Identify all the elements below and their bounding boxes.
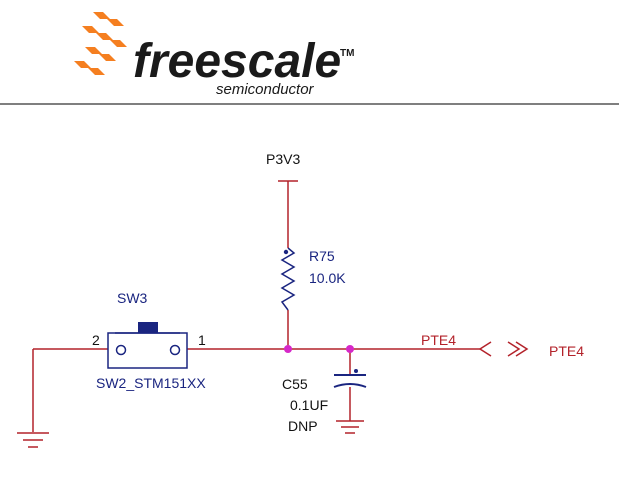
r75-ref: R75 (309, 248, 335, 264)
ground-symbol-left (17, 432, 49, 448)
c55-ref: C55 (282, 376, 308, 392)
c55-pin1-dot (354, 369, 358, 373)
logo-tagline: semiconductor (216, 81, 315, 98)
signal-net-label: PTE4 (421, 332, 456, 348)
resistor-r75: R75 10.0K (280, 247, 346, 311)
power-net-label: P3V3 (266, 151, 300, 167)
freescale-logo: freescale TM semiconductor (74, 12, 354, 98)
sw3-pin-right-label: 1 (198, 332, 206, 348)
r75-pin1-dot (283, 249, 289, 255)
junction-c55-node (346, 345, 354, 353)
c55-plate-bottom (333, 383, 367, 388)
sw3-contact-left (115, 344, 127, 356)
r75-value: 10.0K (309, 270, 346, 286)
capacitor-c55: C55 0.1UF DNP (282, 369, 367, 434)
port-label: PTE4 (549, 343, 584, 359)
r75-zigzag (280, 247, 296, 311)
sw3-plunger (138, 322, 158, 333)
bidirectional-port-icon-right (507, 341, 529, 357)
logo-wordmark: freescale (133, 35, 341, 88)
sw3-pin-left-label: 2 (92, 332, 100, 348)
ground-symbol-c55 (336, 420, 364, 434)
sw3-part-number: SW2_STM151XX (96, 375, 206, 391)
bidirectional-port-icon (478, 341, 492, 357)
c55-value: 0.1UF (290, 397, 328, 413)
wires (32, 180, 480, 432)
switch-sw3: SW3 2 1 SW2_STM151XX (92, 290, 206, 391)
logo-trademark: TM (340, 48, 354, 59)
junction-r75-node (284, 345, 292, 353)
sw3-contact-right (169, 344, 181, 356)
logo-mark-icon (74, 12, 127, 75)
c55-note: DNP (288, 418, 318, 434)
sw3-ref: SW3 (117, 290, 148, 306)
